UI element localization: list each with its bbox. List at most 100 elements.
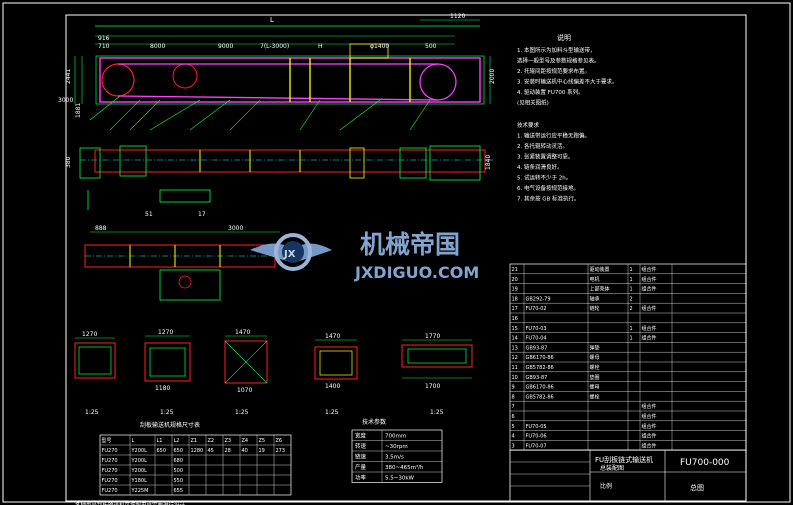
- param-label: 宽度: [355, 432, 367, 440]
- dim-710: 710: [98, 43, 110, 50]
- title-subtitle: FU刮板链式输送机: [595, 455, 653, 464]
- title-block: FU刮板链式输送机 总装配图 FU700-000 比例 总图: [509, 449, 747, 502]
- param-value: ~30rpm: [385, 444, 408, 450]
- parts-cell: 8: [512, 394, 515, 400]
- sec4-scale: 1:25: [325, 409, 339, 416]
- spec-cell: 45: [208, 448, 214, 454]
- spec-cell: Z6: [276, 438, 283, 444]
- side-view: 888 3000: [84, 225, 280, 301]
- spec-cell: 650: [157, 448, 167, 454]
- dim-3000b: 3000: [228, 225, 243, 232]
- note-line: 4. 链条润滑良好。: [517, 163, 563, 171]
- parts-cell: 1: [630, 267, 633, 273]
- sec5-dim: 1770: [425, 333, 440, 340]
- dim-500: 500: [425, 43, 437, 50]
- note-line: 选择一般型号及参数规格参见表。: [517, 57, 600, 65]
- spec-cell: Z5: [259, 438, 266, 444]
- param-value: 5.5~30kW: [385, 476, 415, 482]
- params-title: 技术参数: [362, 418, 386, 426]
- spec-cell: 28: [225, 448, 231, 454]
- watermark: JX 机械帝国 JXDIGUO.COM: [250, 230, 479, 282]
- sec1-dim: 1270: [82, 331, 97, 338]
- parts-cell: 组合件: [642, 305, 657, 312]
- parts-cell: GB93-87: [526, 345, 548, 351]
- parts-cell: 螺母: [590, 384, 600, 391]
- sec3-scale: 1:25: [235, 409, 249, 416]
- spec-cell: Z3: [225, 438, 232, 444]
- parts-cell: 2: [630, 306, 633, 312]
- parts-cell: 链轮: [590, 305, 600, 312]
- note-line: 2. 各托辊转动灵活。: [517, 142, 568, 150]
- parts-cell: 组合件: [642, 403, 657, 410]
- dim-1881: 1881: [75, 103, 82, 118]
- dim-2441: 2441: [65, 69, 72, 84]
- parts-cell: 组合件: [642, 442, 657, 449]
- watermark-cn: 机械帝国: [360, 230, 460, 259]
- sec5-scale: 1:25: [430, 409, 444, 416]
- parts-cell: 组合件: [642, 423, 657, 430]
- sec4-dim: 1470: [325, 333, 340, 340]
- dim-51: 51: [145, 211, 153, 218]
- spec-cell: 550: [174, 478, 184, 484]
- param-value: 3.5m/s: [385, 455, 404, 461]
- dim-1840: 1840: [485, 155, 492, 170]
- note-line: 3. 安装时输送机中心线偏差不大于要求。: [517, 78, 618, 86]
- parts-cell: 1: [630, 326, 633, 332]
- spec-cell: Z4: [242, 438, 249, 444]
- spec-cell: L1: [157, 438, 163, 444]
- note-line: 6. 电气设备按规范接地。: [517, 184, 579, 192]
- dim-380: 380: [65, 156, 72, 168]
- sec2-scale: 1:25: [160, 409, 174, 416]
- parts-cell: 5: [512, 424, 515, 430]
- parts-cell: GB5782-86: [526, 394, 554, 400]
- note-line: 7. 其余按 GB 标准执行。: [517, 195, 580, 203]
- parts-cell: 12: [512, 355, 518, 361]
- drawing-number: FU700-000: [680, 458, 730, 468]
- parts-cell: GB6170-86: [526, 385, 554, 391]
- spec-cell: 40: [242, 448, 248, 454]
- dim-formula: 7(L-3000): [260, 43, 289, 50]
- spec-cell: 273: [276, 448, 286, 454]
- parts-cell: 10: [512, 375, 518, 381]
- spec-cell: Z2: [208, 438, 215, 444]
- param-label: 功率: [355, 474, 367, 482]
- parts-cell: 3: [512, 443, 515, 449]
- spec-footnote: 各种型号刮板输送机可按照用户需要进行设计: [75, 501, 186, 505]
- parts-cell: 19: [512, 287, 518, 293]
- parts-cell: 组合件: [642, 286, 657, 293]
- spec-cell: Y180L: [131, 478, 148, 484]
- dim-L: L: [270, 16, 274, 24]
- top-elevation-view: L 1120 916 710 8000 9000 7(L-3000) H φ14…: [58, 13, 496, 131]
- spec-cell: Z1: [191, 438, 198, 444]
- spec-cell: 655: [174, 488, 184, 494]
- parts-cell: 11: [512, 365, 518, 371]
- note-line: 4. 驱动装置 FU700 系列。: [517, 88, 584, 96]
- parts-cell: 14: [512, 336, 518, 342]
- title-subtitle2: 总装配图: [600, 464, 624, 472]
- parts-cell: 垫圈: [590, 374, 600, 381]
- dim-phi1400: φ1400: [370, 43, 389, 50]
- spec-cell: FU270: [102, 448, 118, 454]
- parts-cell: GB292-79: [526, 296, 551, 302]
- parts-cell: 16: [512, 316, 518, 322]
- parts-cell: FU70-06: [526, 434, 547, 440]
- plan-body: [94, 149, 486, 173]
- parts-cell: 组合件: [642, 413, 657, 420]
- parts-cell: 驱动装置: [590, 266, 610, 273]
- parts-cell: GB6170-86: [526, 355, 554, 361]
- parts-cell: 组合件: [642, 335, 657, 342]
- dim-1120: 1120: [450, 13, 465, 20]
- sec5-dim-b: 1700: [425, 383, 440, 390]
- parts-cell: 4: [512, 434, 515, 440]
- spec-cell: Y225M: [131, 488, 149, 494]
- inner-frame: [65, 14, 747, 502]
- parts-cell: 弹垫: [590, 344, 600, 351]
- spec-cell: 650: [174, 448, 184, 454]
- dim-888: 888: [95, 225, 107, 232]
- sec3-dim: 1470: [235, 329, 250, 336]
- section-views: 1270 1270 1470 1470 1770 1180 1400 1700 …: [74, 329, 473, 416]
- note-line: 2. 托辊间距按规范要求布置。: [517, 67, 590, 75]
- dim-916: 916: [98, 35, 110, 42]
- spec-cell: L: [132, 438, 135, 444]
- spec-cell: L2: [174, 438, 180, 444]
